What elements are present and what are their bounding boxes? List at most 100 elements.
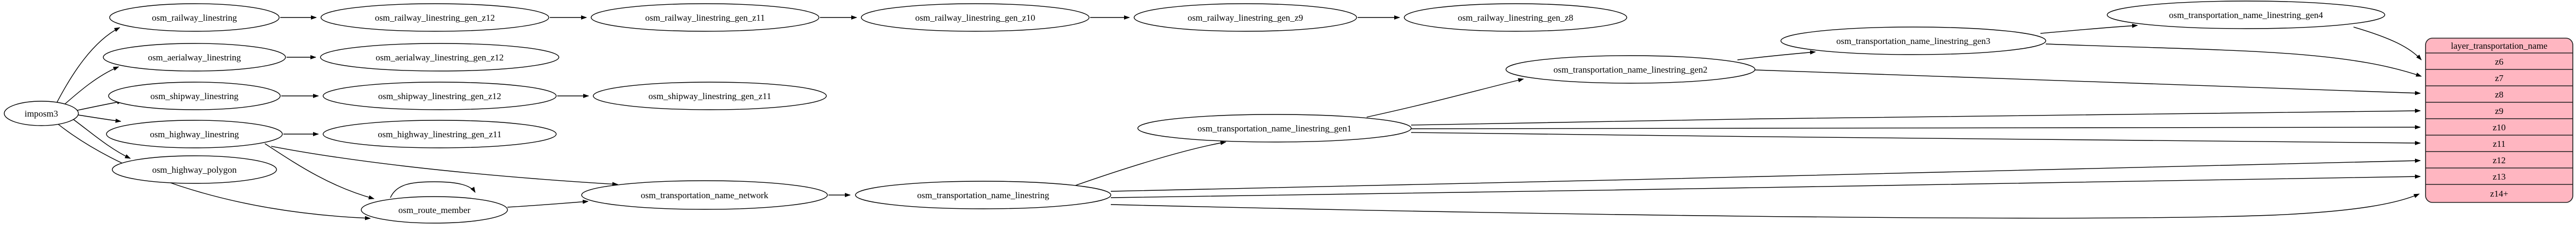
- node-osm-aerialway-linestring-gen-z12: osm_aerialway_linestring_gen_z12: [320, 43, 559, 72]
- table-row-label: z11: [2493, 139, 2506, 149]
- edge-imposm3-highway: [78, 114, 121, 123]
- node-label: osm_railway_linestring: [152, 13, 237, 23]
- edge-gen1-z9: [1411, 109, 2421, 126]
- edge-imposm3-shipway: [75, 100, 123, 111]
- node-label: osm_transportation_name_linestring_gen3: [1837, 36, 1991, 46]
- edge-linestring-gen1: [1075, 140, 1226, 186]
- node-shape: [1505, 55, 1755, 84]
- node-label: osm_highway_polygon: [152, 165, 237, 175]
- edge-route-member-self-loop: [390, 181, 476, 198]
- node-shape: [855, 181, 1111, 209]
- node-label: osm_railway_linestring_gen_z8: [1458, 13, 1573, 23]
- table-row-label: z12: [2493, 155, 2506, 165]
- node-shape: [112, 155, 277, 184]
- node-osm-shipway-linestring-gen-z11: osm_shipway_linestring_gen_z11: [593, 82, 827, 110]
- node-osm-shipway-linestring-gen-z12: osm_shipway_linestring_gen_z12: [323, 82, 557, 110]
- node-label: osm_shipway_linestring_gen_z11: [648, 91, 771, 101]
- node-label: osm_railway_linestring_gen_z11: [645, 13, 765, 23]
- edge-route-member-network: [507, 199, 589, 208]
- node-shape: [1780, 26, 2046, 55]
- edge-imposm3-highway-polygon: [73, 119, 131, 159]
- node-shape: [320, 43, 559, 72]
- node-label: osm_highway_linestring: [150, 129, 239, 139]
- table-row-label: z8: [2495, 90, 2503, 100]
- nodes: imposm3 osm_railway_linestring osm_railw…: [4, 1, 2385, 224]
- node-shape: [106, 120, 283, 148]
- node-shape: [861, 3, 1090, 32]
- edge-highway-network: [271, 146, 618, 187]
- node-shape: [581, 180, 828, 210]
- node-label: osm_highway_linestring_gen_z11: [378, 129, 502, 139]
- node-osm-shipway-linestring: osm_shipway_linestring: [108, 82, 281, 110]
- node-osm-railway-linestring: osm_railway_linestring: [109, 3, 280, 32]
- edge-gen4-z6: [2353, 26, 2422, 60]
- edge-gen2-z8: [1754, 69, 2421, 95]
- table-row-label: z7: [2495, 73, 2504, 83]
- node-shape: [593, 82, 827, 110]
- node-label: osm_transportation_name_linestring_gen4: [2169, 10, 2323, 20]
- table-outline: [2425, 38, 2573, 203]
- node-osm-railway-linestring-gen-z9: osm_railway_linestring_gen_z9: [1134, 3, 1357, 32]
- node-shape: [323, 82, 557, 110]
- node-osm-aerialway-linestring: osm_aerialway_linestring: [103, 43, 286, 72]
- node-shape: [4, 101, 79, 126]
- node-shape: [108, 82, 281, 110]
- node-osm-transportation-name-linestring-gen4: osm_transportation_name_linestring_gen4: [2107, 1, 2385, 29]
- node-shape: [591, 3, 819, 32]
- node-shape: [2107, 1, 2385, 29]
- node-osm-transportation-name-linestring-gen1: osm_transportation_name_linestring_gen1: [1137, 114, 1412, 143]
- node-label: osm_transportation_name_network: [641, 190, 769, 200]
- node-shape: [323, 120, 557, 148]
- node-label: osm_aerialway_linestring: [148, 52, 241, 63]
- edge-imposm3-railway: [55, 27, 120, 105]
- edge-imposm3-route-member: [57, 123, 371, 220]
- node-shape: [1137, 114, 1412, 143]
- node-osm-highway-linestring: osm_highway_linestring: [106, 120, 283, 148]
- table-row-label: z6: [2495, 57, 2503, 67]
- node-shape: [320, 3, 549, 32]
- node-label: osm_railway_linestring_gen_z9: [1188, 13, 1303, 23]
- layer-transportation-name-table: layer_transportation_name z6 z7 z8 z9 z1…: [2425, 38, 2573, 203]
- edge-highway-route-member: [264, 143, 375, 200]
- node-shape: [109, 3, 280, 32]
- node-label: osm_shipway_linestring_gen_z12: [378, 91, 501, 101]
- table-row-z7: z7: [2495, 73, 2504, 83]
- node-label: osm_transportation_name_linestring: [917, 190, 1049, 200]
- table-row-z13: z13: [2493, 172, 2506, 182]
- node-shape: [103, 43, 286, 72]
- table-row-z14plus: z14+: [2490, 189, 2508, 199]
- node-label: osm_railway_linestring_gen_z12: [375, 13, 495, 23]
- table-row-label: z13: [2493, 172, 2506, 182]
- edge-gen1-gen2: [1366, 78, 1524, 118]
- node-osm-railway-linestring-gen-z12: osm_railway_linestring_gen_z12: [320, 3, 549, 32]
- table-row-z10: z10: [2493, 122, 2506, 132]
- node-imposm3: imposm3: [4, 101, 79, 126]
- node-label: imposm3: [24, 109, 58, 119]
- node-osm-transportation-name-network: osm_transportation_name_network: [581, 180, 828, 210]
- table-row-label: z14+: [2490, 189, 2508, 199]
- edge-gen1-z11: [1411, 132, 2421, 145]
- table-row-z8: z8: [2495, 90, 2503, 100]
- table-row-z9: z9: [2495, 106, 2503, 116]
- node-osm-railway-linestring-gen-z11: osm_railway_linestring_gen_z11: [591, 3, 819, 32]
- node-osm-highway-linestring-gen-z11: osm_highway_linestring_gen_z11: [323, 120, 557, 148]
- table-row-label: z10: [2493, 122, 2506, 132]
- edge-linestring-z12: [1110, 158, 2421, 192]
- table-title: layer_transportation_name: [2451, 41, 2547, 51]
- edges: [55, 15, 2422, 220]
- node-osm-transportation-name-linestring: osm_transportation_name_linestring: [855, 181, 1111, 209]
- node-shape: [1404, 3, 1627, 32]
- node-osm-transportation-name-linestring-gen2: osm_transportation_name_linestring_gen2: [1505, 55, 1755, 84]
- node-label: osm_route_member: [398, 205, 470, 215]
- node-label: osm_transportation_name_linestring_gen1: [1198, 123, 1352, 134]
- node-label: osm_transportation_name_linestring_gen2: [1554, 65, 1708, 75]
- node-osm-railway-linestring-gen-z8: osm_railway_linestring_gen_z8: [1404, 3, 1627, 32]
- node-osm-route-member: osm_route_member: [361, 196, 508, 224]
- node-shape: [1134, 3, 1357, 32]
- edge-gen3-z7: [2045, 43, 2422, 77]
- edge-linestring-z14: [1110, 193, 2420, 219]
- edge-gen3-gen4: [2040, 23, 2138, 34]
- table-row-label: z9: [2495, 106, 2503, 116]
- node-osm-highway-polygon: osm_highway_polygon: [112, 155, 277, 184]
